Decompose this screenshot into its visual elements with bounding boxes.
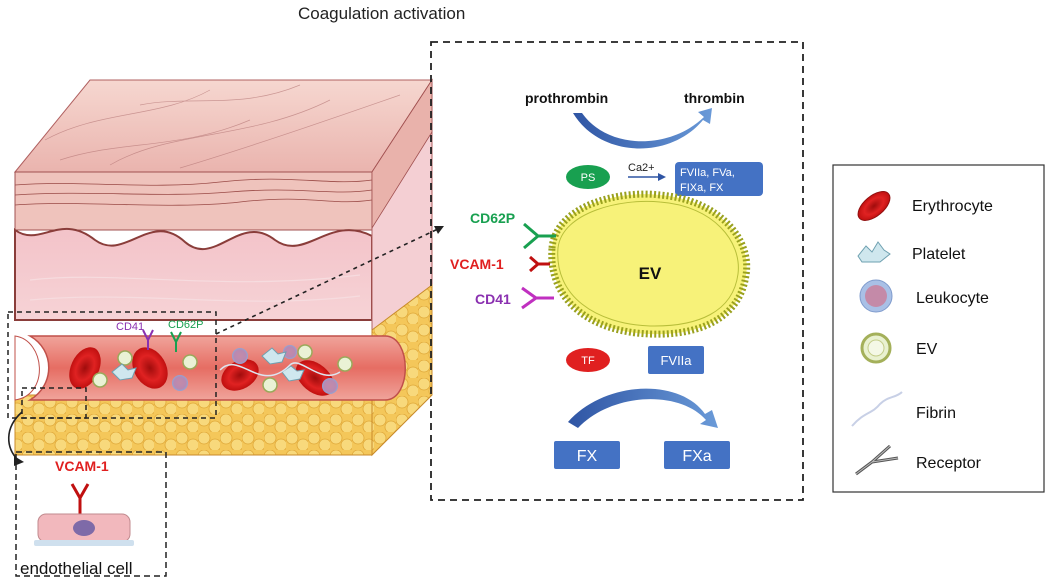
legend-item-label: EV (916, 341, 938, 358)
platelet-icon (261, 347, 287, 365)
ev-cd41-label: CD41 (475, 291, 511, 307)
ev-vesicle (548, 190, 751, 338)
receptor-icon-highlight (855, 445, 899, 475)
ca-arrowhead (658, 173, 666, 181)
fviia-label: FVIIa (660, 353, 692, 368)
dermis-striations (29, 274, 361, 302)
ev-icon (337, 356, 353, 372)
ev-icon (92, 372, 108, 388)
factors-box (675, 162, 763, 196)
fxa-label: FXa (682, 448, 711, 465)
leukocyte-icon (283, 345, 297, 359)
ca-label: Ca2+ (628, 162, 655, 174)
platelet-icon (857, 241, 891, 263)
endothelial-nucleus (73, 520, 95, 536)
tissue-receptors (142, 329, 182, 352)
ev-icon (297, 344, 313, 360)
ev-vcam-label: VCAM-1 (450, 256, 504, 272)
mechanism-box (430, 41, 804, 501)
fviia-box (648, 346, 704, 374)
legend-item-label: Erythrocyte (912, 198, 993, 215)
zoom-connector (215, 227, 441, 335)
factors-line-1: FVIIa, FVa, (680, 167, 735, 179)
prothrombin-arrow (573, 108, 712, 149)
cd62p-receptor-icon (523, 222, 556, 250)
legend-item-label: Leukocyte (916, 290, 989, 307)
leukocyte-nucleus-icon (865, 285, 887, 307)
zoom-connector-arrowhead (434, 226, 444, 234)
endothelial-inset-box (15, 451, 167, 577)
ps-label: PS (581, 172, 596, 184)
fat-layer-front (14, 394, 373, 456)
thrombin-label: thrombin (684, 90, 745, 106)
vcam-receptor-icon (529, 255, 550, 273)
platelet-icon (111, 363, 137, 381)
fibrin-icon (851, 391, 903, 427)
vcam-receptor-icon (70, 483, 90, 518)
endothelial-cell-label: endothelial cell (20, 559, 132, 578)
erythrocyte-icon (857, 191, 891, 221)
fibrin-icon (219, 362, 341, 377)
zoom-box-vessel (7, 311, 217, 419)
ev-cd62p-label: CD62P (470, 210, 515, 226)
page-title: Coagulation activation (298, 4, 465, 23)
ev-vesicle-inner (557, 200, 739, 327)
basal-layer (14, 227, 373, 321)
inset-vcam-label: VCAM-1 (55, 458, 109, 474)
prothrombin-label: prothrombin (525, 90, 608, 106)
cd41-receptor-icon (521, 286, 554, 310)
ev-label: EV (639, 264, 662, 283)
leukocyte-icon (172, 375, 188, 391)
cd62p-receptor-icon (170, 331, 182, 352)
legend-item-label: Receptor (916, 455, 982, 472)
vessel-opening (14, 335, 40, 401)
platelet-icon (281, 365, 305, 382)
fxa-box (664, 441, 730, 469)
skin-texture-lines (44, 84, 401, 169)
tissue-cd41-label: CD41 (116, 321, 144, 333)
cd41-receptor-icon (142, 329, 154, 350)
legend-item-label: Fibrin (916, 405, 956, 422)
factors-line-2: FIXa, FX (680, 182, 724, 194)
side-epidermis (371, 78, 433, 230)
tissue-block (13, 78, 433, 457)
leukocyte-icon (232, 348, 248, 364)
tissue-cd62p-label: CD62P (168, 319, 203, 331)
ev-icon (182, 354, 198, 370)
zoom-box-endothelium (21, 387, 87, 419)
fx-activation-arrow (568, 388, 718, 428)
tf-label: TF (581, 355, 595, 367)
vessel-cells (69, 344, 353, 396)
ps-badge (566, 165, 610, 189)
ev-icon (262, 377, 278, 393)
ev-icon-inner (867, 339, 885, 357)
erythrocyte-icon (221, 359, 259, 391)
fx-box (554, 441, 620, 469)
tf-badge (566, 348, 610, 372)
ev-icon (117, 350, 133, 366)
endothelial-cell-base (34, 540, 134, 546)
fx-label: FX (577, 448, 598, 465)
erythrocyte-icon (132, 347, 168, 389)
legend-item-label: Platelet (912, 246, 966, 263)
leukocyte-icon (322, 378, 338, 394)
epidermis-lines (14, 178, 373, 206)
